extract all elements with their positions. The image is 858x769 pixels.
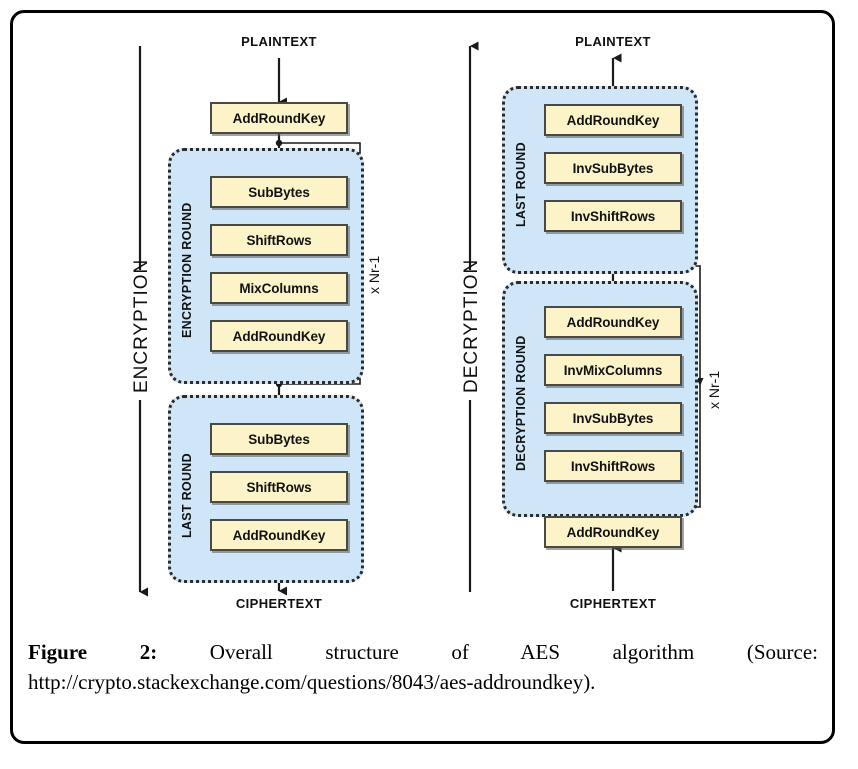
decryption-last-op-invsubbytes[interactable]: InvSubBytes	[544, 152, 682, 184]
encryption-input-label: PLAINTEXT	[241, 34, 317, 49]
decryption-loop-count-label: x Nr-1	[706, 370, 722, 409]
decryption-output-label: PLAINTEXT	[575, 34, 651, 49]
decryption-round-op-addroundkey[interactable]: AddRoundKey	[544, 306, 682, 338]
encryption-last-op-addroundkey[interactable]: AddRoundKey	[210, 519, 348, 551]
encryption-last-round-label: LAST ROUND	[180, 453, 194, 538]
encryption-axis-label: ENCRYPTION	[131, 258, 152, 393]
decryption-last-op-addroundkey[interactable]: AddRoundKey	[544, 104, 682, 136]
encryption-round-op-mixcolumns[interactable]: MixColumns	[210, 272, 348, 304]
encryption-round-label: ENCRYPTION ROUND	[180, 202, 194, 338]
decryption-input-label: CIPHERTEXT	[569, 596, 657, 611]
encryption-loop-count-label: x Nr-1	[366, 255, 382, 294]
figure-caption-text: Overall structure of AES algorithm (Sour…	[28, 640, 818, 694]
decryption-last-round-label: LAST ROUND	[514, 142, 528, 227]
decryption-last-op-invshiftrows[interactable]: InvShiftRows	[544, 200, 682, 232]
encryption-last-op-subbytes[interactable]: SubBytes	[210, 423, 348, 455]
encryption-output-label: CIPHERTEXT	[235, 596, 323, 611]
figure-caption: Figure 2: Overall structure of AES algor…	[28, 638, 818, 698]
encryption-round-op-shiftrows[interactable]: ShiftRows	[210, 224, 348, 256]
decryption-round-op-invshiftrows[interactable]: InvShiftRows	[544, 450, 682, 482]
decryption-round-op-invsubbytes[interactable]: InvSubBytes	[544, 402, 682, 434]
decryption-round-label: DECRYPTION ROUND	[514, 335, 528, 471]
decryption-axis-label: DECRYPTION	[461, 258, 482, 393]
decryption-round-op-invmixcolumns[interactable]: InvMixColumns	[544, 354, 682, 386]
encryption-round-op-subbytes[interactable]: SubBytes	[210, 176, 348, 208]
figure-caption-label: Figure 2:	[28, 640, 158, 664]
decryption-initial-addroundkey[interactable]: AddRoundKey	[544, 516, 682, 548]
encryption-round-op-addroundkey[interactable]: AddRoundKey	[210, 320, 348, 352]
encryption-initial-addroundkey[interactable]: AddRoundKey	[210, 102, 348, 134]
encryption-last-op-shiftrows[interactable]: ShiftRows	[210, 471, 348, 503]
figure-border-frame	[10, 10, 835, 744]
